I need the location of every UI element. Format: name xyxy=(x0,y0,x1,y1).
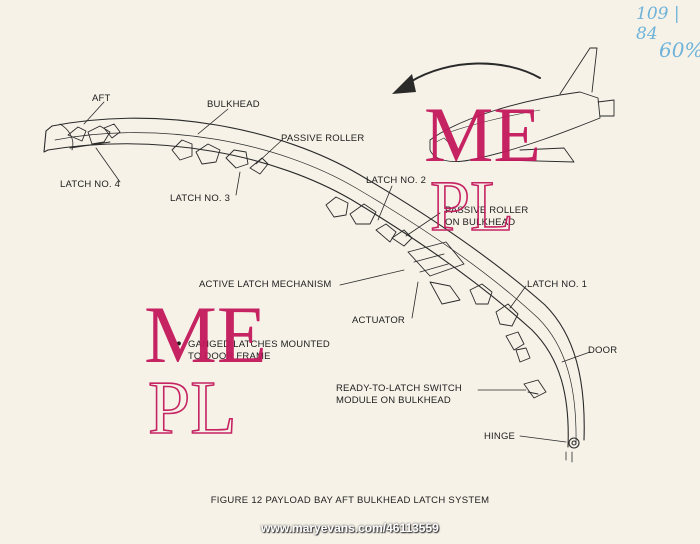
bulkhead-beam-top xyxy=(51,117,585,441)
latch-2-mechanism xyxy=(325,196,413,247)
source-credit: www.maryevans.com/46113559 xyxy=(261,521,439,535)
label-door: DOOR xyxy=(588,345,618,356)
label-bulkhead: BULKHEAD xyxy=(207,99,260,110)
watermark-top-line2: PL xyxy=(429,166,515,246)
latch-4-mechanism xyxy=(67,123,121,149)
latch-1-mechanism xyxy=(469,283,531,363)
figure-caption: FIGURE 12 PAYLOAD BAY AFT BULKHEAD LATCH… xyxy=(210,495,490,506)
label-active-latch: ACTIVE LATCH MECHANISM xyxy=(199,279,332,290)
label-passive-roller: PASSIVE ROLLER xyxy=(281,133,365,144)
label-latch-4: LATCH NO. 4 xyxy=(60,179,121,190)
handwritten-number: 109 | 84 xyxy=(636,4,680,44)
label-rtl-1: READY-TO-LATCH SWITCH xyxy=(336,383,462,394)
label-latch-2: LATCH NO. 2 xyxy=(366,175,427,186)
watermark-top-line1: ME xyxy=(424,91,541,178)
label-actuator: ACTUATOR xyxy=(352,315,405,326)
label-ganged-1: GANGED LATCHES MOUNTED xyxy=(188,339,330,350)
label-rtl-2: MODULE ON BULKHEAD xyxy=(336,395,451,406)
watermark-bottom-line1: ME xyxy=(144,289,267,380)
label-passive-roller-bulkhead-1: PASSIVE ROLLER xyxy=(445,205,529,216)
label-latch-1: LATCH NO. 1 xyxy=(527,279,588,290)
label-aft: AFT xyxy=(92,93,111,104)
bullet: ● xyxy=(176,338,182,349)
actuator-mechanism xyxy=(407,241,465,305)
watermark-bottom-line2: PL xyxy=(147,366,237,450)
orbiter-sketch xyxy=(429,47,615,163)
label-latch-3: LATCH NO. 3 xyxy=(170,193,231,204)
latch-3-mechanism xyxy=(171,139,269,175)
label-ganged-2: TO DOOR FRAME xyxy=(188,351,271,362)
bulkhead-beam-bottom xyxy=(47,143,569,448)
ready-to-latch-module xyxy=(523,379,547,399)
label-hinge: HINGE xyxy=(484,431,516,442)
leader-lines xyxy=(83,101,591,443)
rotation-arrow xyxy=(409,62,541,83)
handwritten-percent: 60% xyxy=(659,38,700,62)
label-passive-roller-bulkhead-2: ON BULKHEAD xyxy=(445,217,516,228)
